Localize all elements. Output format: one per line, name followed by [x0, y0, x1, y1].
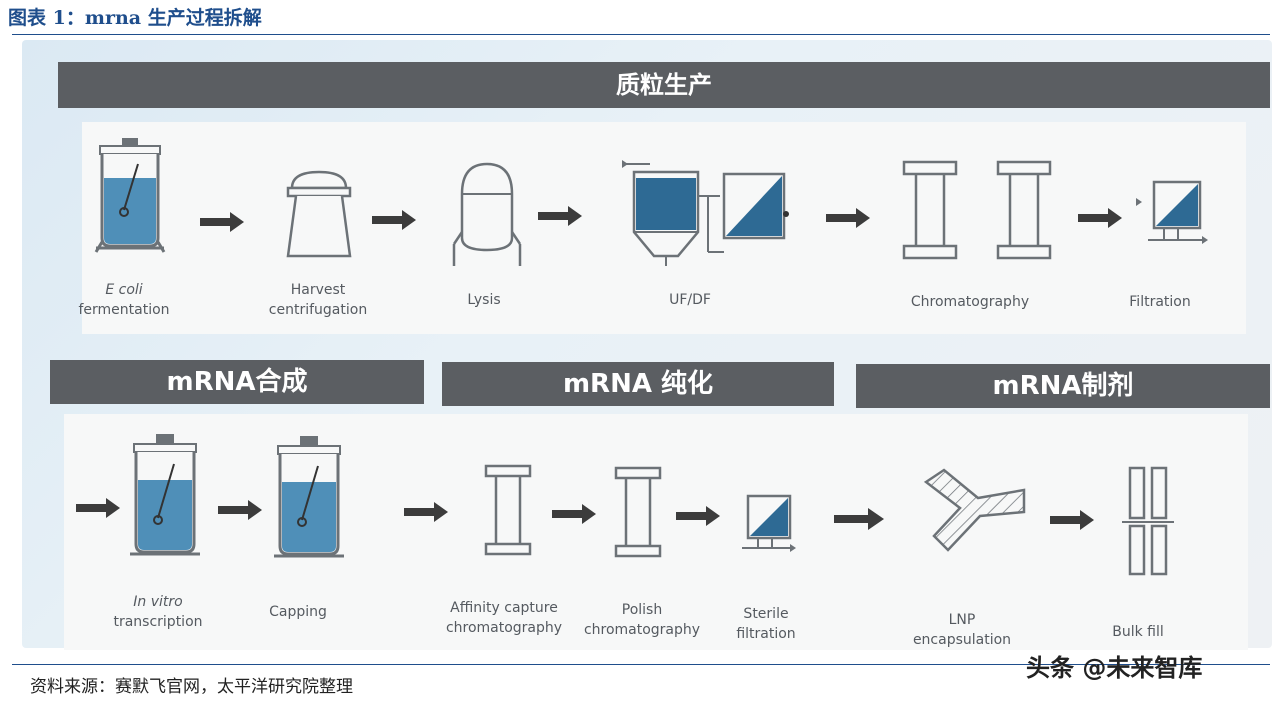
- chromatography-column-icon: [614, 466, 662, 558]
- step-label-capping: Capping: [269, 604, 327, 620]
- lysis-vessel-icon: [452, 162, 522, 266]
- ufdf-skid-icon: [622, 160, 789, 266]
- centrifuge-icon: [286, 170, 352, 258]
- arrow-right-icon: [552, 504, 596, 524]
- bioreactor-icon: [274, 436, 344, 558]
- arrow-right-icon: [676, 506, 720, 526]
- mrna-panel: [64, 414, 1248, 650]
- arrow-right-icon: [200, 212, 244, 232]
- step-label-bulk-fill: Bulk fill: [1112, 624, 1164, 640]
- arrow-right-icon: [1078, 208, 1122, 228]
- arrow-right-icon: [404, 502, 448, 522]
- step-label-ufdf: UF/DF: [669, 292, 711, 308]
- chromatography-column-icon: [484, 464, 532, 556]
- arrow-right-icon: [218, 500, 262, 520]
- arrow-right-icon: [834, 508, 884, 530]
- title-divider: [12, 34, 1270, 35]
- watermark: 头条 @未来智库: [1026, 654, 1203, 682]
- chromatography-column-icon: [902, 160, 958, 260]
- filter-icon: [1136, 180, 1208, 244]
- figure-title: 图表 1：mrna 生产过程拆解: [8, 7, 262, 29]
- arrow-right-icon: [538, 206, 582, 226]
- arrow-right-icon: [372, 210, 416, 230]
- lnp-mixer-icon: [923, 468, 1026, 552]
- step-label-filtration: Filtration: [1129, 294, 1191, 310]
- arrow-right-icon: [1050, 510, 1094, 530]
- banner-mrna-formulation: mRNA制剂: [856, 364, 1270, 408]
- bulk-fill-icon: [1122, 466, 1174, 576]
- step-label-lysis: Lysis: [467, 292, 501, 308]
- bioreactor-icon: [130, 434, 200, 556]
- banner-plasmid-production: 质粒生产: [58, 62, 1270, 108]
- source-divider: [12, 664, 1270, 665]
- bioreactor-icon: [94, 138, 166, 253]
- chromatography-column-icon: [996, 160, 1052, 260]
- arrow-right-icon: [826, 208, 870, 228]
- filter-icon: [742, 494, 796, 552]
- source-note: 资料来源：赛默飞官网，太平洋研究院整理: [30, 677, 353, 697]
- step-label-chromatography: Chromatography: [910, 294, 1030, 310]
- arrow-right-icon: [76, 498, 120, 518]
- banner-mrna-synthesis: mRNA合成: [50, 360, 424, 404]
- banner-mrna-purification: mRNA 纯化: [442, 362, 834, 406]
